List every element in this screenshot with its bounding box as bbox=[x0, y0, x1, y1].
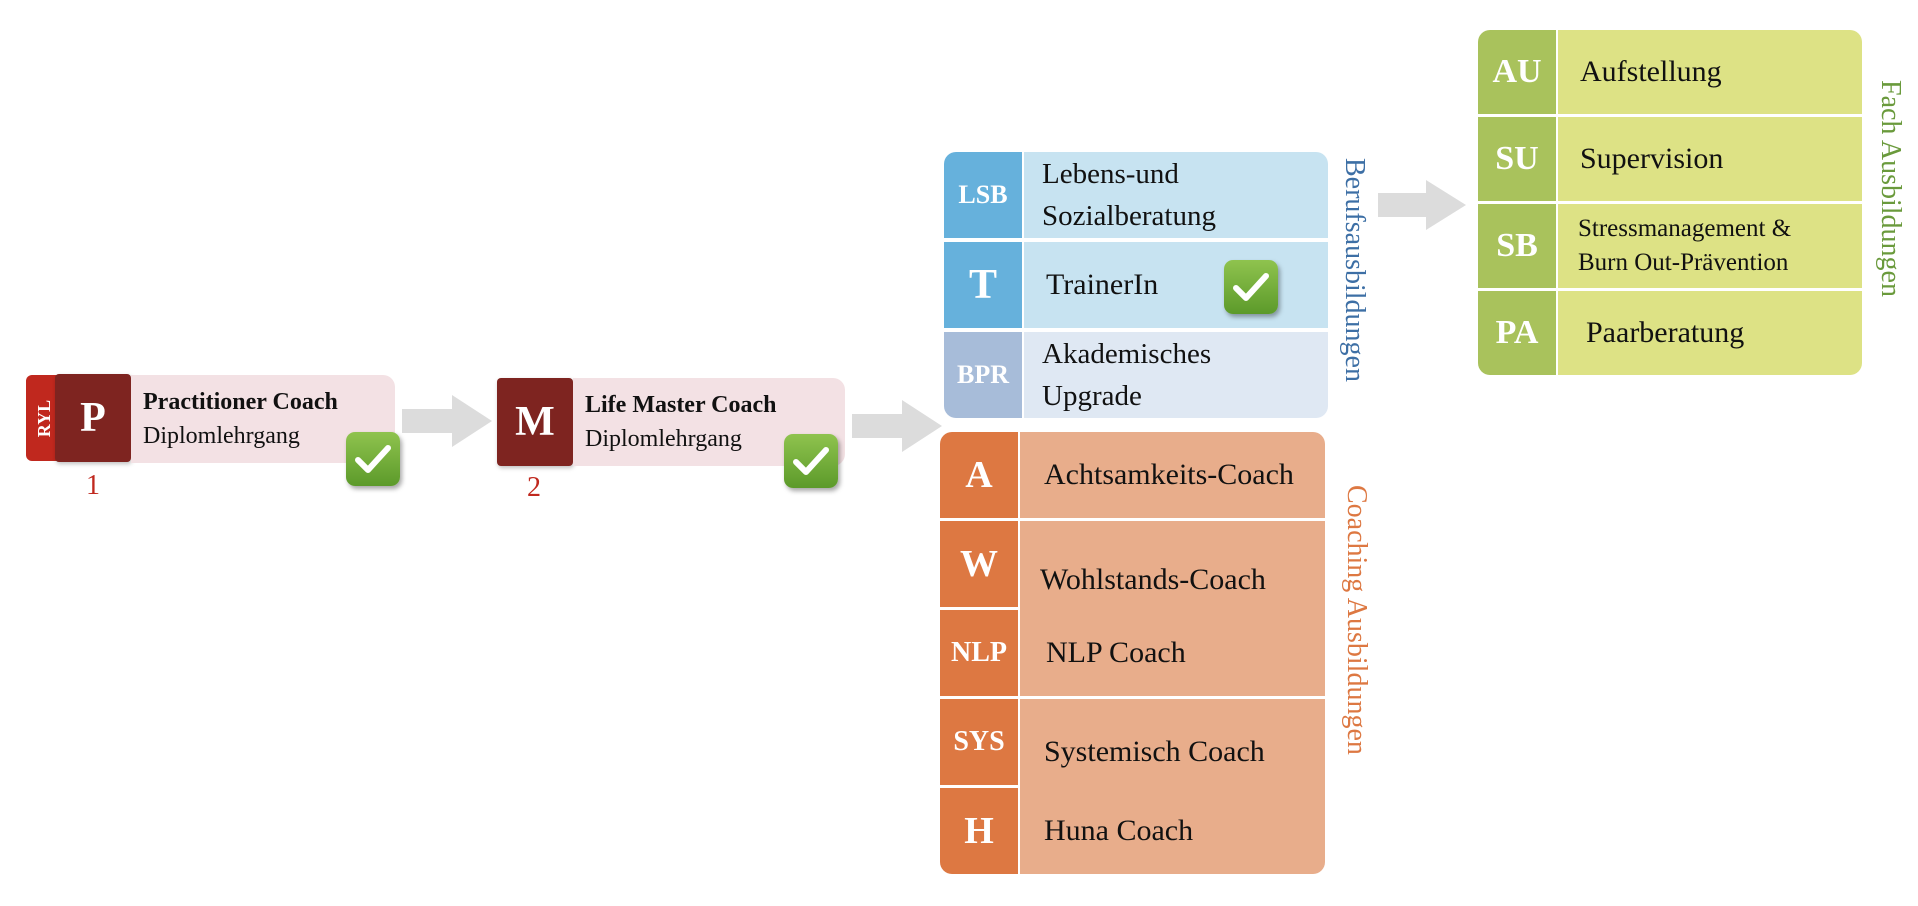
huna-label-text: Huna Coach bbox=[1044, 814, 1194, 847]
stressmanagement-code-text: SB bbox=[1496, 227, 1538, 264]
step-number-1: 1 bbox=[86, 470, 100, 501]
lsb-label-line2: Sozialberatung bbox=[1042, 200, 1216, 232]
stressmanagement-label-line2: Burn Out-Prävention bbox=[1578, 249, 1789, 276]
huna-label: Huna Coach bbox=[1018, 788, 1325, 874]
achtsamkeit-code: A bbox=[940, 432, 1018, 518]
practitioner-coach-title: Practitioner Coach bbox=[143, 389, 338, 415]
stressmanagement-label-line1: Stressmanagement & bbox=[1578, 215, 1792, 242]
lsb-label: Lebens-und Sozialberatung bbox=[1022, 152, 1328, 238]
nlp-label: NLP Coach bbox=[1018, 610, 1325, 696]
trainer-check-icon bbox=[1224, 260, 1278, 314]
supervision-label: Supervision bbox=[1556, 117, 1862, 201]
achtsamkeit-code-text: A bbox=[965, 454, 993, 496]
systemisch-label-text: Systemisch Coach bbox=[1044, 735, 1265, 768]
aufstellung-code-text: AU bbox=[1492, 53, 1542, 90]
coach-row-huna: H Huna Coach bbox=[940, 788, 1325, 874]
berufs-row-lsb: LSB Lebens-und Sozialberatung bbox=[944, 152, 1328, 238]
supervision-code-text: SU bbox=[1495, 140, 1539, 177]
huna-code-text: H bbox=[964, 810, 994, 852]
lsb-code: LSB bbox=[944, 152, 1022, 238]
fach-row-paarberatung: PA Paarberatung bbox=[1478, 291, 1862, 375]
wohlstand-label: Wohlstands-Coach bbox=[1018, 521, 1325, 623]
berufs-row-bpr: BPR Akademisches Upgrade bbox=[944, 332, 1328, 418]
nlp-label-text: NLP Coach bbox=[1046, 636, 1186, 669]
paarberatung-code-text: PA bbox=[1495, 314, 1539, 351]
bpr-label-line2: Upgrade bbox=[1042, 380, 1142, 412]
aufstellung-code: AU bbox=[1478, 30, 1556, 114]
coach-row-achtsamkeit: A Achtsamkeits-Coach bbox=[940, 432, 1325, 518]
fach-row-supervision: SU Supervision bbox=[1478, 117, 1862, 201]
step-number-2: 2 bbox=[527, 472, 541, 503]
lsb-label-line1: Lebens-und bbox=[1042, 158, 1179, 190]
wohlstand-code-text: W bbox=[960, 543, 998, 585]
life-master-coach-subtitle: Diplomlehrgang bbox=[585, 426, 742, 452]
fach-row-stressmanagement: SB Stressmanagement & Burn Out-Präventio… bbox=[1478, 204, 1862, 288]
bpr-code: BPR bbox=[944, 332, 1022, 418]
coach-row-wohlstand: W Wohlstands-Coach bbox=[940, 521, 1325, 623]
arrow-right-icon bbox=[1378, 180, 1466, 230]
systemisch-code: SYS bbox=[940, 699, 1018, 785]
bpr-code-text: BPR bbox=[957, 360, 1009, 389]
arrow-right-icon bbox=[852, 400, 942, 452]
supervision-label-text: Supervision bbox=[1580, 142, 1724, 175]
stressmanagement-code: SB bbox=[1478, 204, 1556, 288]
paarberatung-label-text: Paarberatung bbox=[1586, 316, 1745, 349]
systemisch-code-text: SYS bbox=[953, 726, 1005, 757]
bpr-label-line1: Akademisches bbox=[1042, 338, 1212, 370]
trainer-label: TrainerIn bbox=[1022, 242, 1328, 328]
wohlstand-label-text: Wohlstands-Coach bbox=[1040, 563, 1266, 596]
huna-code: H bbox=[940, 788, 1018, 874]
aufstellung-label: Aufstellung bbox=[1556, 30, 1862, 114]
practitioner-check-icon bbox=[346, 432, 400, 486]
aufstellung-label-text: Aufstellung bbox=[1580, 55, 1722, 88]
life-master-code-box: M bbox=[497, 378, 573, 466]
coaching-ausbildungen-label: Coaching Ausbildungen bbox=[1341, 485, 1372, 755]
berufsausbildungen-label: Berufsausbildungen bbox=[1339, 158, 1370, 382]
nlp-code: NLP bbox=[940, 610, 1018, 696]
trainer-code: T bbox=[944, 242, 1022, 328]
practitioner-code: P bbox=[80, 395, 106, 441]
fach-ausbildungen-label: Fach Ausbildungen bbox=[1875, 80, 1906, 297]
stressmanagement-label: Stressmanagement & Burn Out-Prävention bbox=[1556, 204, 1862, 288]
life-master-code: M bbox=[515, 399, 555, 445]
trainer-label-text: TrainerIn bbox=[1046, 268, 1159, 301]
nlp-code-text: NLP bbox=[951, 637, 1007, 668]
achtsamkeit-label: Achtsamkeits-Coach bbox=[1018, 432, 1325, 518]
lsb-code-text: LSB bbox=[958, 180, 1008, 209]
paarberatung-code: PA bbox=[1478, 291, 1556, 375]
practitioner-coach-subtitle: Diplomlehrgang bbox=[143, 423, 300, 449]
coach-row-nlp: NLP NLP Coach bbox=[940, 610, 1325, 696]
supervision-code: SU bbox=[1478, 117, 1556, 201]
coach-row-systemisch: SYS Systemisch Coach bbox=[940, 699, 1325, 795]
ryl-label: RYL bbox=[34, 399, 55, 437]
life-master-coach-title: Life Master Coach bbox=[585, 392, 777, 418]
bpr-label: Akademisches Upgrade bbox=[1022, 332, 1328, 418]
paarberatung-label: Paarberatung bbox=[1556, 291, 1862, 375]
practitioner-code-box: P bbox=[55, 374, 131, 462]
life-master-check-icon bbox=[784, 434, 838, 488]
fach-row-aufstellung: AU Aufstellung bbox=[1478, 30, 1862, 114]
trainer-code-text: T bbox=[968, 262, 997, 308]
wohlstand-code: W bbox=[940, 521, 1018, 607]
achtsamkeit-label-text: Achtsamkeits-Coach bbox=[1044, 458, 1294, 491]
systemisch-label: Systemisch Coach bbox=[1018, 699, 1325, 795]
arrow-right-icon bbox=[402, 395, 492, 447]
